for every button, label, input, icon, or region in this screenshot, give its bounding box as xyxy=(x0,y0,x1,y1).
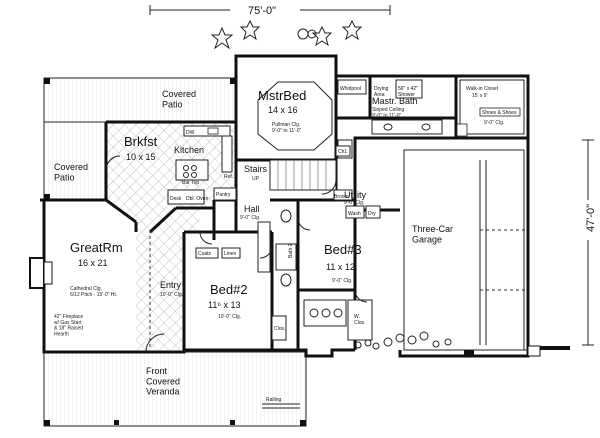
linen-label: Linen xyxy=(224,251,236,257)
dbl-oven-label: Dbl. Oven xyxy=(186,196,208,202)
walk-in-closet-size: 15' x 9' xyxy=(472,93,488,99)
bath2-label: Bath 2 xyxy=(288,243,294,258)
dry-label: Dry xyxy=(368,211,376,217)
landscaping xyxy=(210,19,452,350)
pantry-label: Pantry xyxy=(216,192,231,198)
utility-ceiling: 9'-0" Clg. xyxy=(344,200,364,206)
wash-label: Wash xyxy=(348,211,361,217)
hall-closets xyxy=(149,230,241,350)
brkfst-size: 10 x 15 xyxy=(126,152,156,162)
master-bath-label: Mastr. Bath xyxy=(372,96,418,106)
utility-label: Utility xyxy=(344,190,366,200)
bar-top-label: Bar Top xyxy=(182,180,199,186)
width-dimension: 75'-0" xyxy=(149,5,391,17)
great-room-size: 16 x 21 xyxy=(78,258,108,268)
shoe-closet-label: Shoes & Shoes xyxy=(482,110,517,116)
ch1-label: Ch1 xyxy=(338,149,347,155)
master-bed-ceiling-label: Pullman Clg.9'-0" to 11'-0" xyxy=(272,122,301,134)
brkfst-label: Brkfst xyxy=(124,134,158,149)
great-room-label: GreatRm xyxy=(70,240,123,255)
master-bed-size: 14 x 16 xyxy=(268,105,298,115)
broom-label: Broom xyxy=(334,194,349,200)
railing-label: Railing xyxy=(266,397,282,403)
stairs-up-label: UP xyxy=(252,176,260,182)
depth-label: 47'-0" xyxy=(585,204,597,232)
stairs-label: Stairs xyxy=(244,164,268,174)
walk-closet-label: W.Clos. xyxy=(354,314,365,326)
fireplace xyxy=(29,257,53,289)
bed3-size: 11 x 12 xyxy=(326,262,355,272)
bed3-ceiling: 9'-0" Clg. xyxy=(332,278,352,284)
bed2-closet-label: Clos. xyxy=(274,326,285,332)
desk-label: Desk xyxy=(170,196,182,202)
bed2-label: Bed#2 xyxy=(210,282,248,297)
covered-patio-top-area xyxy=(43,77,237,201)
stairs xyxy=(269,159,337,191)
hall-ceiling: 9'-0" Clg. xyxy=(240,215,260,221)
entry-ceiling: 10'-0" Clg. xyxy=(160,292,183,298)
master-bed-ceiling xyxy=(257,81,333,151)
veranda-area xyxy=(43,351,307,427)
bed3-closets xyxy=(271,299,373,341)
dw-label: DW xyxy=(186,130,195,136)
ref-label: Ref. xyxy=(224,174,233,180)
bed2-ceiling: 10'-0" Clg. xyxy=(218,314,241,320)
coats-label: Coats xyxy=(198,251,212,257)
depth-dimension: 47'-0" xyxy=(582,139,597,346)
master-bed-label: MstrBed xyxy=(258,88,306,103)
utility-fixtures xyxy=(333,145,381,219)
great-room-ceiling: Cathedral Clg.6/12 Pitch - 15'-0" Ht. xyxy=(70,286,117,298)
walk-in-closet-label: Walk-in Closet xyxy=(466,86,499,92)
door-swings xyxy=(105,155,368,353)
bed3-label: Bed#3 xyxy=(324,242,362,257)
whirlpool-label: Whirlpool xyxy=(340,86,361,92)
garage-structure xyxy=(403,149,570,357)
hall-label: Hall xyxy=(244,204,260,214)
bed2-size: 11⁶ x 13 xyxy=(208,300,241,310)
kitchen-fixtures xyxy=(167,125,237,205)
walk-in-closet-ceiling: 9'-0" Clg. xyxy=(484,120,504,126)
width-label: 75'-0" xyxy=(248,5,276,17)
entry-label: Entry xyxy=(160,280,182,290)
shower-label: 56" x 42"Shower xyxy=(398,86,418,98)
master-bath-fixtures xyxy=(337,79,525,159)
bath2-fixtures xyxy=(257,209,297,287)
kitchen-label: Kitchen xyxy=(174,145,204,155)
